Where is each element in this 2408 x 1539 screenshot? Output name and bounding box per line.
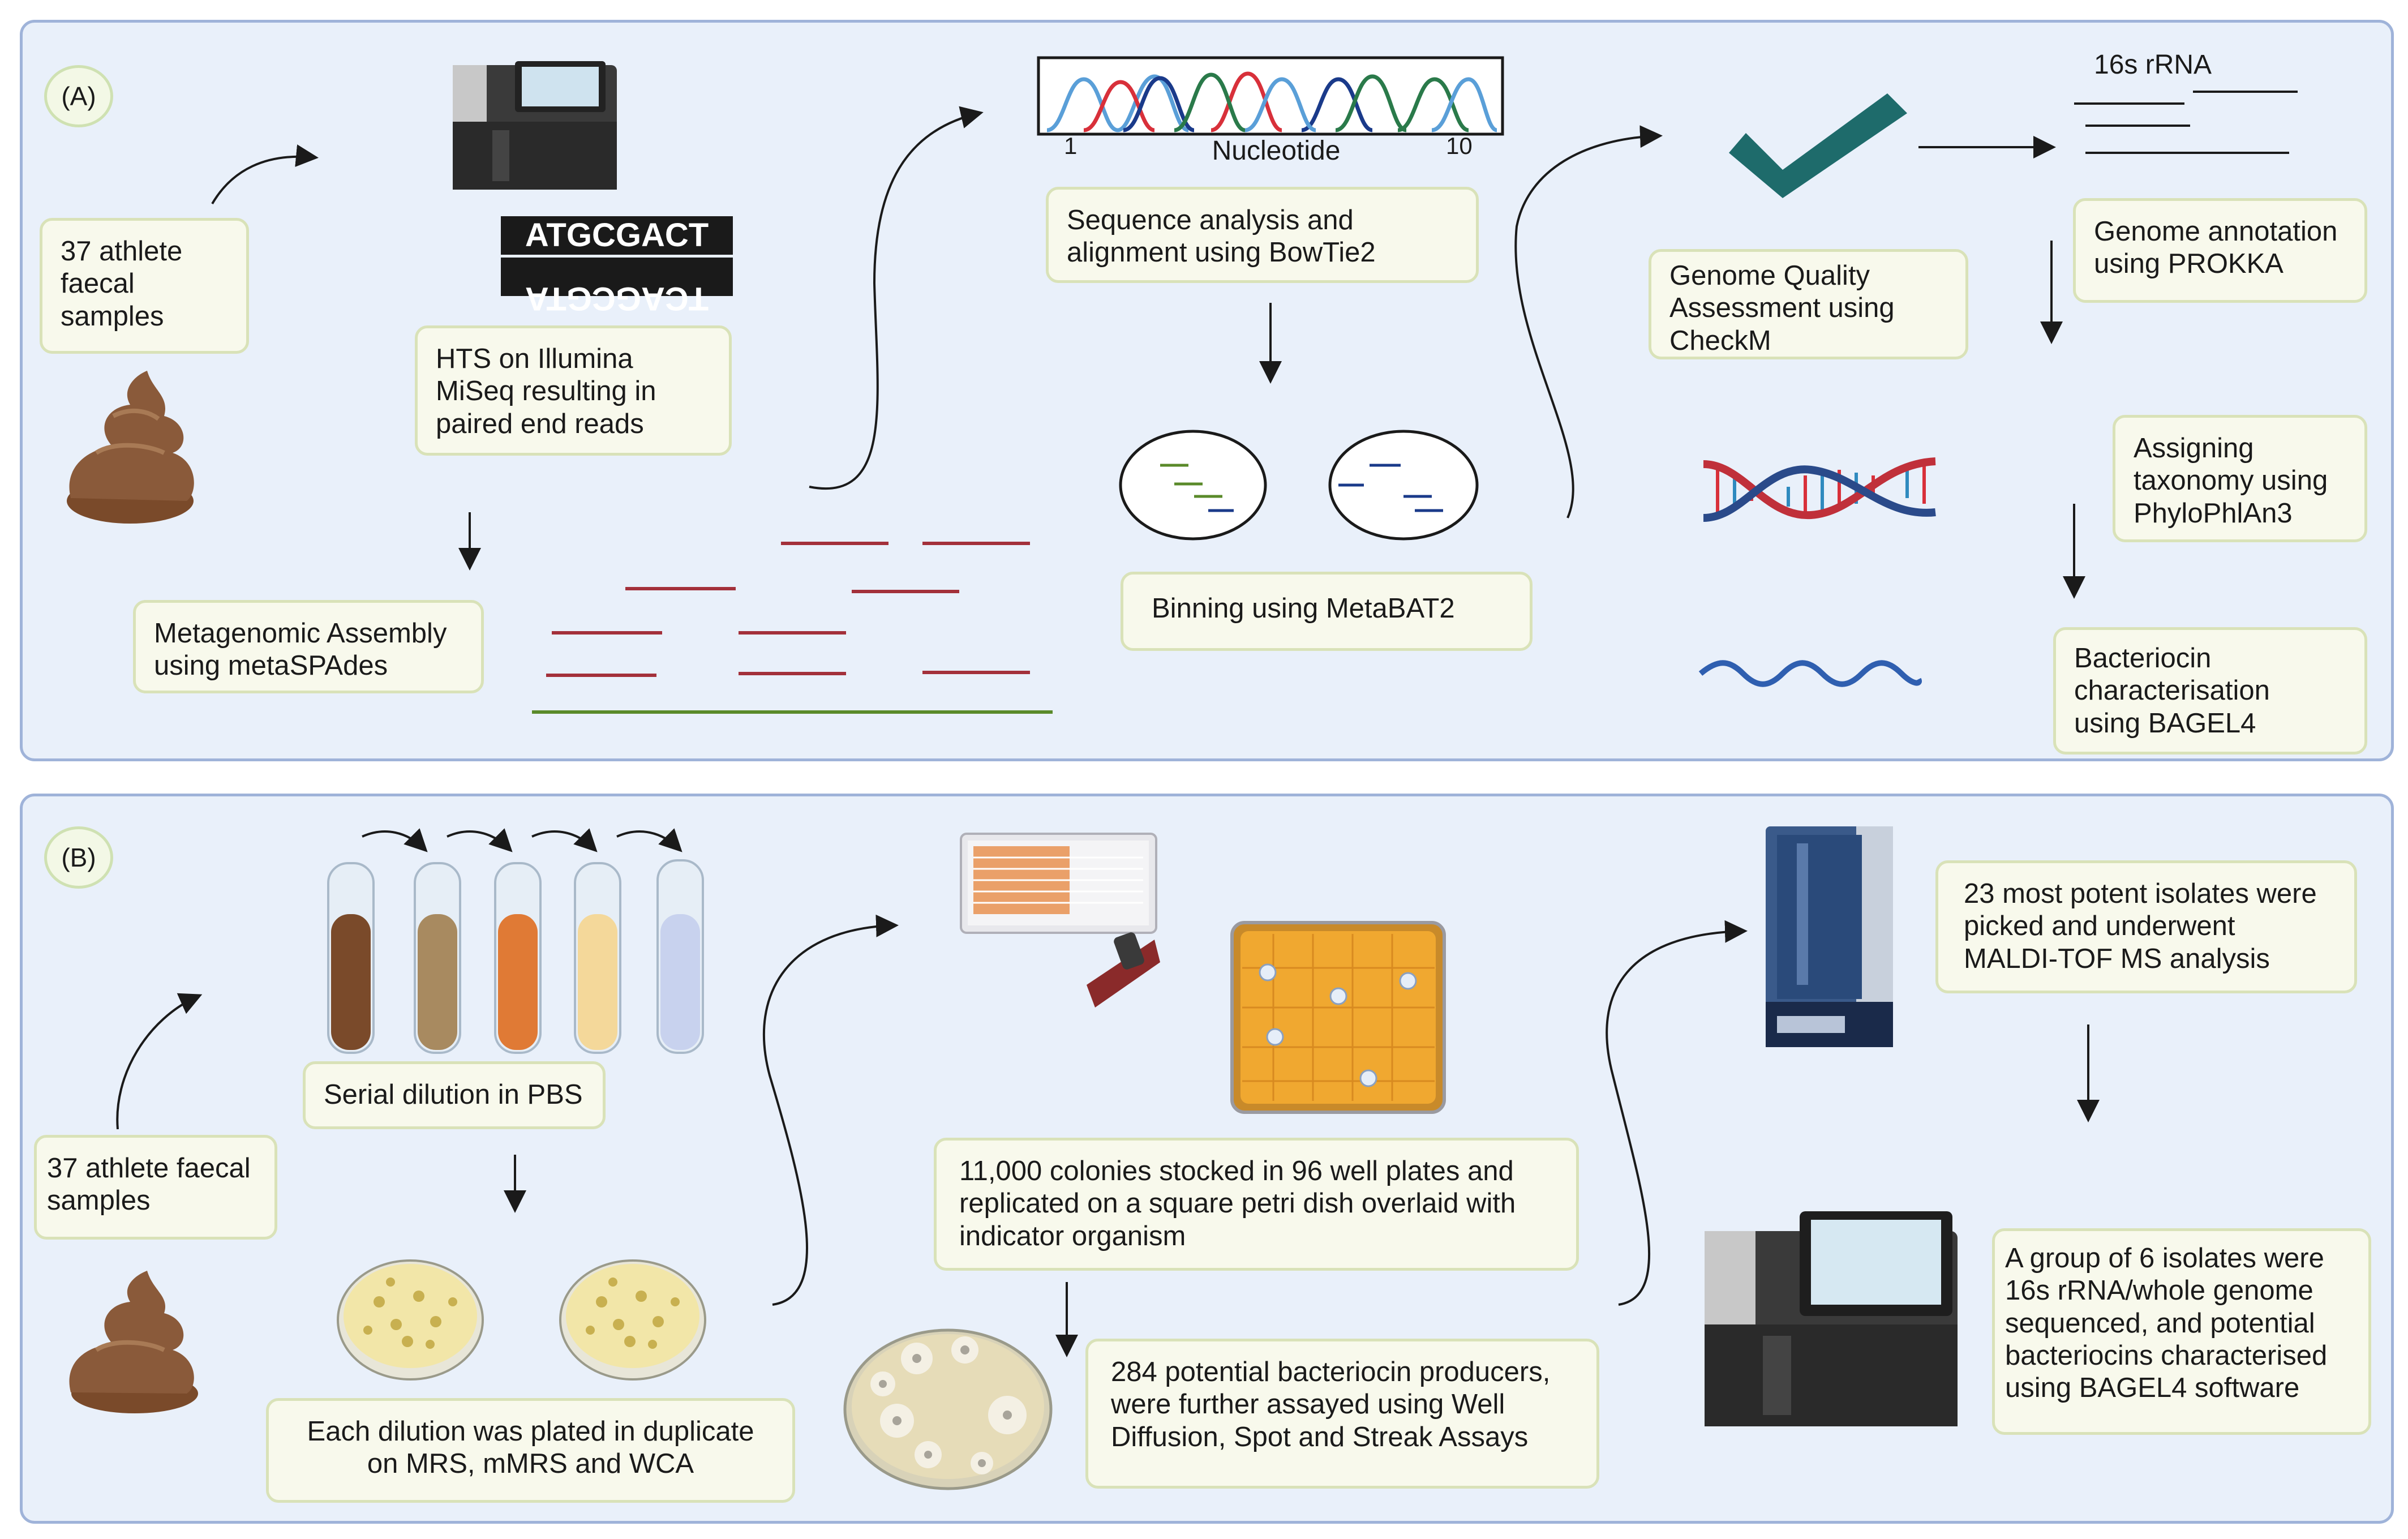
dna-helix-icon: [1703, 457, 1936, 522]
maldi-tof-icon: [1766, 826, 1893, 1047]
hts-box: HTS on Illumina MiSeq resulting in paire…: [415, 325, 732, 456]
maldi-box: 23 most potent isolates were picked and …: [1935, 860, 2357, 993]
arrow-producers-to-maldi: [1606, 920, 1748, 1306]
sequencer-icon: [453, 61, 617, 190]
producers-box: 284 potential bacteriocin producers, wer…: [1085, 1339, 1599, 1489]
panel-a-label: (A): [44, 65, 113, 127]
dna-top-text: ATGCGACT: [525, 217, 709, 254]
binning-box: Binning using MetaBAT2: [1121, 572, 1533, 651]
colonies-box: 11,000 colonies stocked in 96 well plate…: [934, 1138, 1579, 1271]
panel-a-samples-box: 37 athlete faecal samples: [40, 218, 249, 354]
dna-sequence-icon: ATGCGACT TCAGCGTA: [501, 216, 733, 317]
annotation-box: Genome annotation using PROKKA: [2073, 198, 2367, 303]
taxonomy-box: Assigning taxonomy using PhyloPhlAn3: [2113, 415, 2367, 542]
arrow-samples-to-sequencer: [211, 144, 319, 205]
assay-plate-icon: [843, 1328, 1053, 1490]
arrow-samples-to-dilution: [116, 993, 203, 1130]
rrna-icon: 16s rRNA: [2074, 50, 2298, 154]
bin-1-icon: [1119, 430, 1267, 541]
faecal-sample-icon: [67, 371, 194, 524]
arrow-assembly-to-alignment: [809, 106, 984, 490]
panel-b-samples-box: 37 athlete faecal samples: [34, 1135, 277, 1240]
serial-dilution-box: Serial dilution in PBS: [303, 1061, 606, 1129]
replicator-icon: [1087, 932, 1160, 1008]
square-petri-dish-icon: [1230, 921, 1446, 1114]
faecal-sample-icon-b: [69, 1271, 198, 1413]
chromatogram-start: 1: [1064, 132, 1077, 159]
sequencer-b-icon: [1705, 1211, 1958, 1426]
dna-bottom-text: TCAGCGTA: [525, 280, 709, 317]
group-box: A group of 6 isolates were 16s rRNA/whol…: [1992, 1228, 2371, 1435]
well-plate-icon: [960, 833, 1157, 934]
plated-box: Each dilution was plated in duplicate on…: [266, 1398, 795, 1503]
chromatogram-axis-label: Nucleotide: [1212, 136, 1341, 166]
dilution-tubes-icon: [327, 828, 704, 1054]
chromatogram-end: 10: [1446, 132, 1473, 159]
arrow-binning-to-quality: [1514, 125, 1663, 518]
bacteriocin-box: Bacteriocin characterisation using BAGEL…: [2053, 627, 2367, 755]
sequence-reads-icon: [546, 542, 1030, 677]
panel-b-label: (B): [44, 826, 113, 889]
rrna-label: 16s rRNA: [2094, 50, 2212, 80]
arrow-plates-to-colonies: [762, 914, 899, 1306]
chromatogram-icon: 1 Nucleotide 10: [1037, 56, 1504, 166]
check-icon: [1729, 93, 1907, 198]
petri-dish-1-icon: [337, 1259, 484, 1381]
petri-dish-2-icon: [559, 1259, 706, 1381]
peptide-wave-icon: [1698, 660, 1922, 687]
quality-box: Genome Quality Assessment using CheckM: [1649, 249, 1968, 359]
bin-2-icon: [1328, 430, 1479, 541]
assembly-box: Metagenomic Assembly using metaSPAdes: [133, 600, 484, 693]
sequence-analysis-box: Sequence analysis and alignment using Bo…: [1046, 187, 1479, 283]
